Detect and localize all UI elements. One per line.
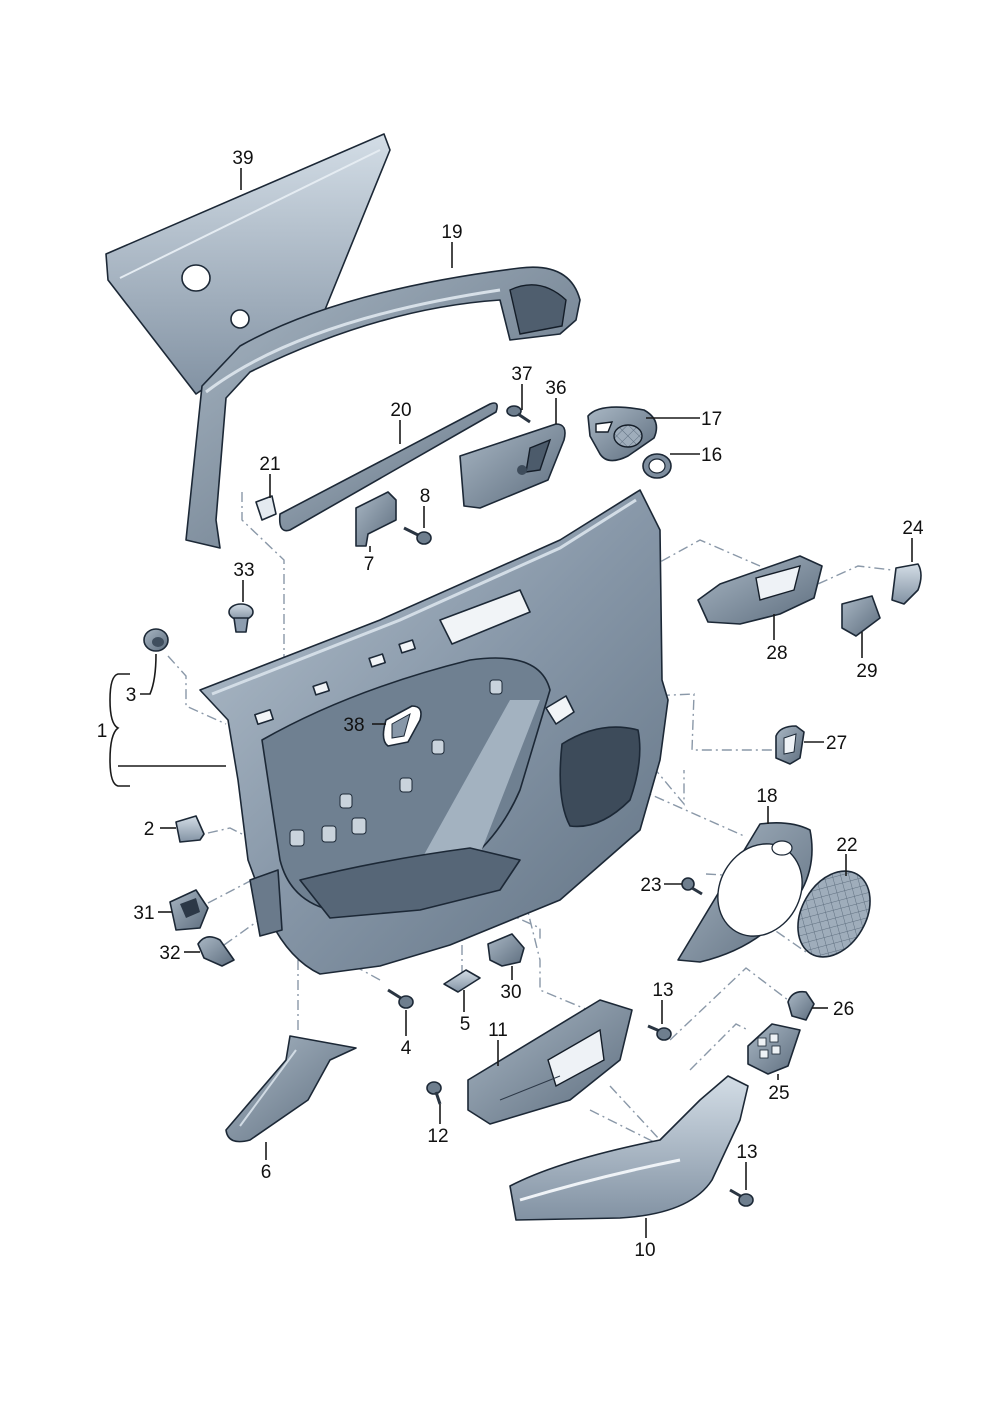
part-5-pad	[443, 969, 481, 993]
callout-38: 38	[343, 715, 364, 736]
leader-lines	[109, 168, 913, 1238]
callout-6: 6	[261, 1162, 272, 1183]
callout-28: 28	[766, 643, 787, 664]
callout-12: 12	[427, 1126, 448, 1147]
part-11-switch-carrier	[467, 999, 633, 1125]
callout-32: 32	[159, 943, 180, 964]
part-32-switch	[197, 936, 235, 967]
part-2-cap	[175, 815, 205, 843]
part-23-screw	[681, 877, 703, 896]
callout-13-lower: 13	[736, 1142, 757, 1163]
part-25-window-switch-block	[747, 1023, 801, 1075]
callout-37: 37	[511, 364, 532, 385]
part-4-screw	[387, 988, 414, 1009]
part-27-switch	[775, 725, 805, 765]
part-31-switch	[169, 889, 209, 931]
callout-18: 18	[756, 786, 777, 807]
callout-31: 31	[133, 903, 154, 924]
part-30-lamp	[487, 933, 525, 967]
part-17-tweeter-cover	[587, 406, 658, 462]
part-6-lower-trim	[225, 1035, 357, 1143]
part-22-speaker-grille	[797, 870, 871, 958]
callout-labels: 39 19 37 36 17 16 20 21 8 7 24 33 28 29 …	[97, 148, 924, 1261]
callout-17: 17	[701, 409, 722, 430]
part-38-handle-bezel	[382, 705, 422, 747]
callout-26: 26	[833, 999, 854, 1020]
part-37-screw	[506, 405, 531, 424]
part-21-clip	[255, 495, 277, 521]
part-28-inner-door-handle	[697, 555, 823, 625]
part-3-clip	[143, 628, 169, 652]
callout-20: 20	[390, 400, 411, 421]
callout-27: 27	[826, 733, 847, 754]
part-36-handle-bracket	[459, 423, 566, 509]
part-13-screw-upper	[647, 1024, 672, 1041]
callout-36: 36	[545, 378, 566, 399]
part-8-screw	[403, 526, 432, 545]
part-10-armrest	[509, 1075, 749, 1221]
callout-1: 1	[97, 721, 108, 742]
part-18-speaker-bezel	[677, 822, 813, 963]
part-26-switch	[787, 990, 815, 1021]
callout-2: 2	[144, 819, 155, 840]
callout-19: 19	[441, 222, 462, 243]
part-19-window-frame-trim	[185, 266, 581, 549]
part-1-door-trim-panel	[199, 489, 669, 975]
callout-21: 21	[259, 454, 280, 475]
callout-7: 7	[364, 554, 375, 575]
part-12-screw	[426, 1081, 442, 1105]
callout-29: 29	[856, 661, 877, 682]
part-7-bracket	[355, 491, 397, 547]
callout-10: 10	[634, 1240, 655, 1261]
callout-24: 24	[902, 518, 924, 539]
part-16-seal-ring	[642, 453, 672, 479]
callout-22: 22	[836, 835, 857, 856]
callout-13-upper: 13	[652, 980, 673, 1001]
part-29-lock-switch	[841, 595, 881, 637]
part-24-cover-cap	[891, 563, 922, 605]
callout-11: 11	[488, 1020, 508, 1041]
callout-16: 16	[701, 445, 722, 466]
callout-5: 5	[460, 1014, 471, 1035]
callout-33: 33	[233, 560, 254, 581]
callout-30: 30	[500, 982, 521, 1003]
callout-8: 8	[420, 486, 431, 507]
callout-3: 3	[126, 685, 137, 706]
part-20-trim-strip	[278, 402, 498, 532]
callout-4: 4	[401, 1038, 412, 1059]
part-33-clip	[228, 603, 254, 633]
part-13-screw-lower	[729, 1188, 754, 1207]
callout-23: 23	[640, 875, 661, 896]
callout-39: 39	[232, 148, 253, 169]
callout-25: 25	[768, 1083, 789, 1104]
